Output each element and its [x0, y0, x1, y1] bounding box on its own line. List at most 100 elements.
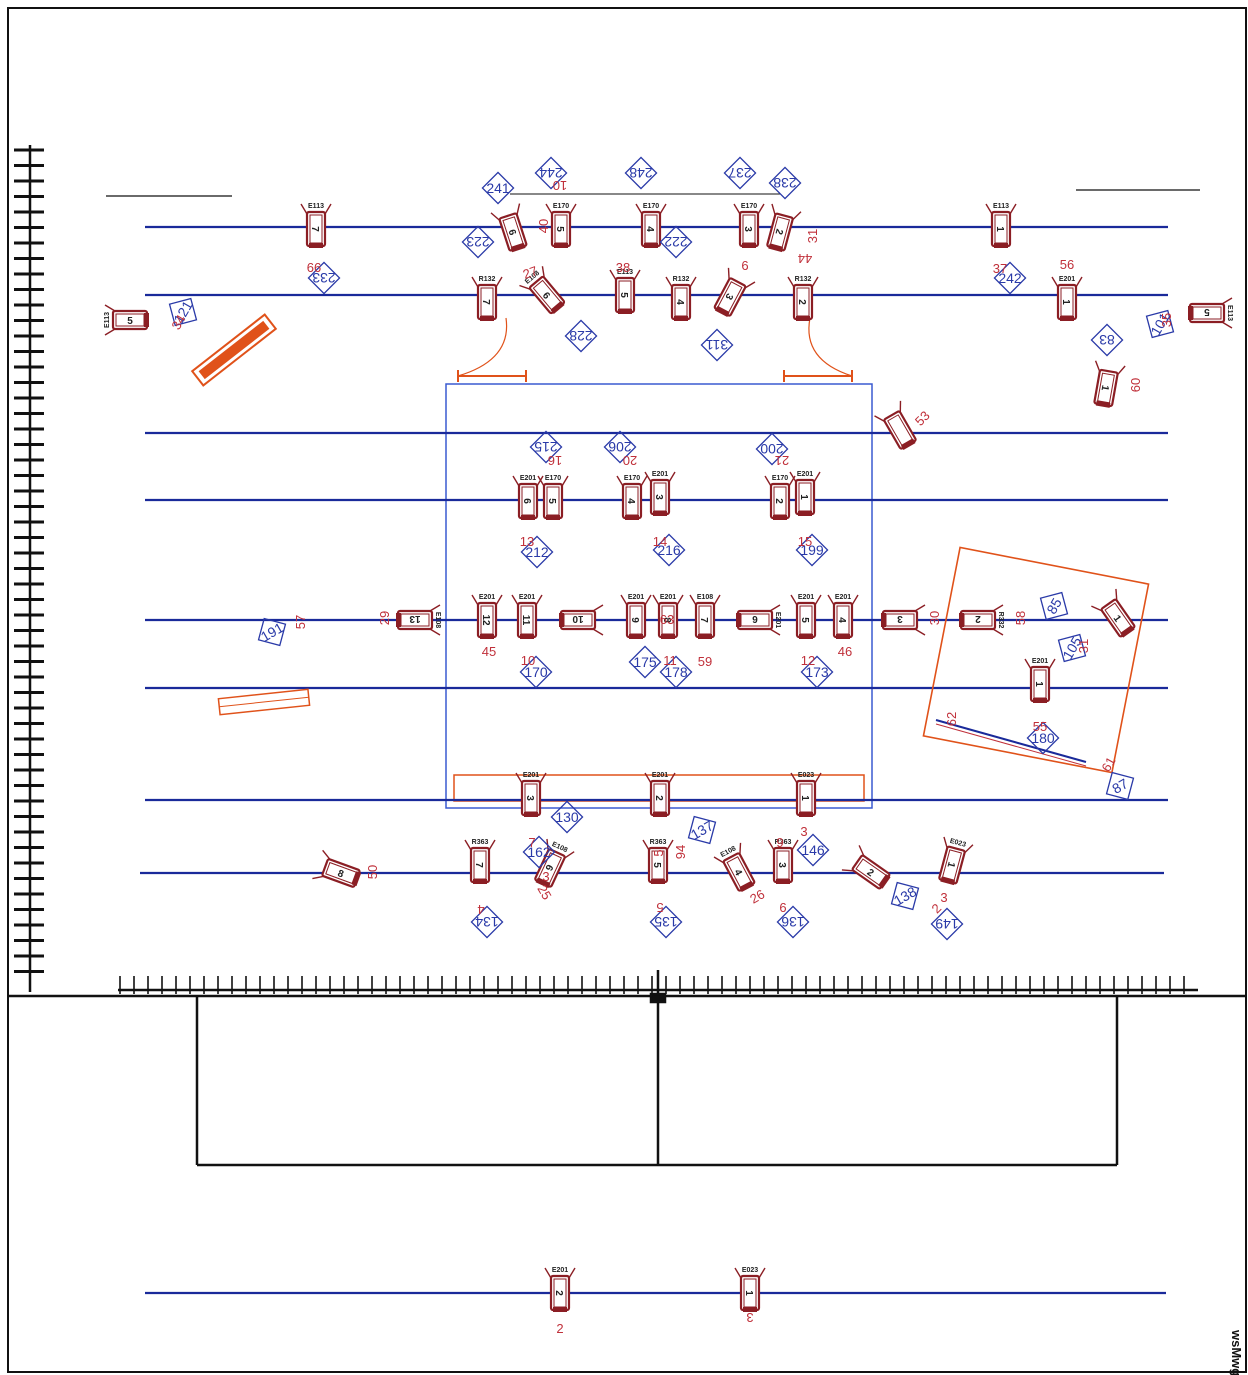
- fixture-number: 10: [572, 613, 584, 624]
- svg-text:199: 199: [800, 542, 824, 558]
- channel-tag: 241: [481, 171, 515, 205]
- channel-tag: 191: [257, 617, 286, 647]
- svg-text:222: 222: [664, 234, 688, 250]
- fixture-type: E170: [643, 203, 659, 210]
- svg-text:206: 206: [608, 439, 632, 455]
- left-ruler: [14, 145, 44, 992]
- fixture-number: 7: [698, 617, 709, 623]
- fixture-number: 1: [798, 494, 809, 500]
- channel-tag: 173: [800, 655, 834, 689]
- svg-text:238: 238: [773, 175, 797, 191]
- fixture-number: 1: [799, 795, 810, 801]
- fixture-number: 4: [625, 498, 636, 504]
- svg-text:149: 149: [935, 916, 959, 932]
- channel-tag: 228: [564, 319, 598, 353]
- channel-tag: 237: [723, 156, 757, 190]
- fixture-6[interactable]: 6: [490, 203, 533, 255]
- svg-text:180: 180: [1031, 730, 1055, 746]
- fixture-number: 8: [336, 868, 345, 880]
- fixture-type: E113: [1226, 305, 1233, 321]
- fixture-number: 4: [732, 868, 745, 878]
- fixture-type: E170: [624, 475, 640, 482]
- unit-label: 31: [805, 229, 820, 243]
- fixture-type: R363: [650, 839, 667, 846]
- fixture-type: E170: [741, 203, 757, 210]
- unit-label: 53: [912, 408, 933, 429]
- channel-tag: 83: [1090, 323, 1124, 357]
- fixture-type: E108: [434, 612, 441, 628]
- channel-tag: 200: [755, 432, 789, 466]
- fixture-type: E113: [993, 203, 1009, 210]
- fixture-number: 3: [653, 494, 664, 500]
- fixture-type: R363: [472, 839, 489, 846]
- unit-label: 55: [1033, 719, 1047, 734]
- fixture-51[interactable]: [874, 400, 923, 454]
- svg-text:216: 216: [657, 542, 681, 558]
- fixture-47[interactable]: 2: [841, 845, 895, 895]
- apron-structure: [195, 970, 1119, 1167]
- fixture-27[interactable]: 10: [559, 604, 604, 636]
- fixture-type: E113: [617, 269, 633, 276]
- channel-tag: 244: [534, 156, 568, 190]
- channel-tag: 138: [890, 881, 919, 911]
- unit-label: 10: [521, 653, 535, 668]
- svg-text:135: 135: [654, 914, 678, 930]
- fixture-12[interactable]: 3: [708, 267, 756, 321]
- boom-pipe-accent: [935, 723, 1087, 767]
- fixture-17[interactable]: 1: [1088, 360, 1126, 410]
- fixture-7[interactable]: 2: [761, 203, 802, 254]
- drawing-border: [7, 7, 1247, 1373]
- unit-label: 46: [838, 644, 852, 659]
- fixture-20[interactable]: 4 E170: [616, 475, 648, 520]
- fixture-34[interactable]: 3: [881, 604, 926, 636]
- channel-tag: 222: [659, 225, 693, 259]
- fixture-type: E201: [520, 475, 536, 482]
- fixture-41[interactable]: 8: [312, 849, 364, 893]
- fixture-36[interactable]: 1: [1091, 588, 1141, 642]
- channel-tag: 199: [795, 533, 829, 567]
- fixture-type: E201: [523, 772, 539, 779]
- fixture-number: 4: [836, 617, 847, 623]
- channel-tag: 105: [1057, 634, 1087, 663]
